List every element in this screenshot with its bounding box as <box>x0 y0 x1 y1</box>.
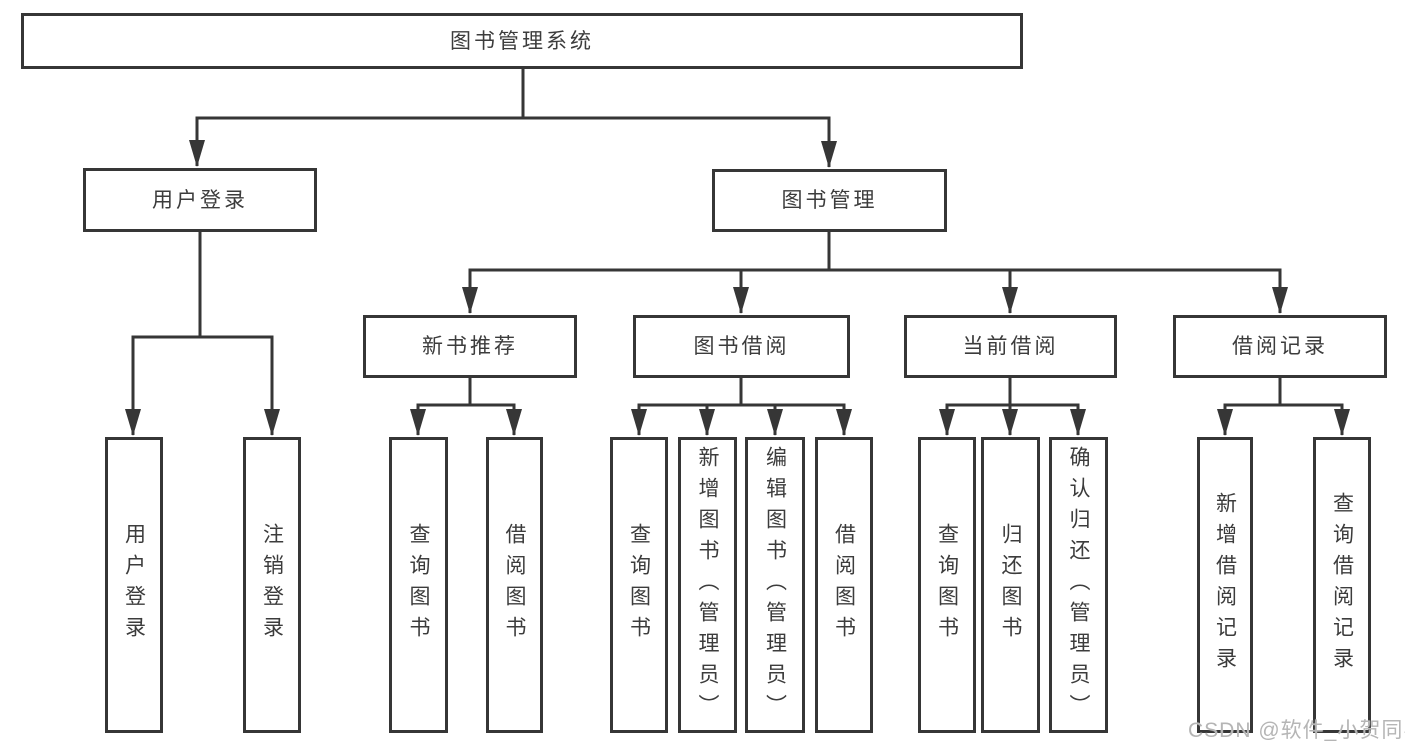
leaf-edit-books-admin: 编辑图书（管理员） <box>745 437 805 733</box>
leaf-add-borrow-record: 新增借阅记录 <box>1197 437 1253 733</box>
connector-userlogin-to-leaves <box>125 232 280 436</box>
csdn-watermark: CSDN @软件_小贺同学 <box>1188 719 1405 742</box>
leaf-return-books: 归还图书 <box>981 437 1040 733</box>
node-book-management: 图书管理 <box>712 169 947 232</box>
leaf-confirm-return-admin: 确认归还（管理员） <box>1049 437 1108 733</box>
leaf-borrow-books-borrowing: 借阅图书 <box>815 437 873 733</box>
node-borrow-records: 借阅记录 <box>1173 315 1387 378</box>
connector-bookmgmt-to-level3 <box>462 232 1288 314</box>
node-book-borrowing: 图书借阅 <box>633 315 850 378</box>
node-current-borrowing: 当前借阅 <box>904 315 1117 378</box>
node-library-system: 图书管理系统 <box>21 13 1023 69</box>
leaf-user-login: 用户登录 <box>105 437 163 733</box>
leaf-logout-login: 注销登录 <box>243 437 301 733</box>
connector-borrowrecords-to-leaves <box>1217 378 1350 436</box>
leaf-query-books-recommend: 查询图书 <box>389 437 448 733</box>
connector-root-to-level2 <box>189 67 837 168</box>
node-new-book-recommend: 新书推荐 <box>363 315 577 378</box>
leaf-borrow-books-recommend: 借阅图书 <box>486 437 543 733</box>
node-user-login: 用户登录 <box>83 168 317 232</box>
leaf-query-books-current: 查询图书 <box>918 437 976 733</box>
leaf-add-books-admin: 新增图书（管理员） <box>678 437 737 733</box>
leaf-query-books-borrowing: 查询图书 <box>610 437 668 733</box>
connector-bookborrow-to-leaves <box>631 378 852 436</box>
leaf-query-borrow-record: 查询借阅记录 <box>1313 437 1371 733</box>
connector-currentborrow-to-leaves <box>939 378 1086 436</box>
connector-newbookrec-to-leaves <box>410 378 522 436</box>
